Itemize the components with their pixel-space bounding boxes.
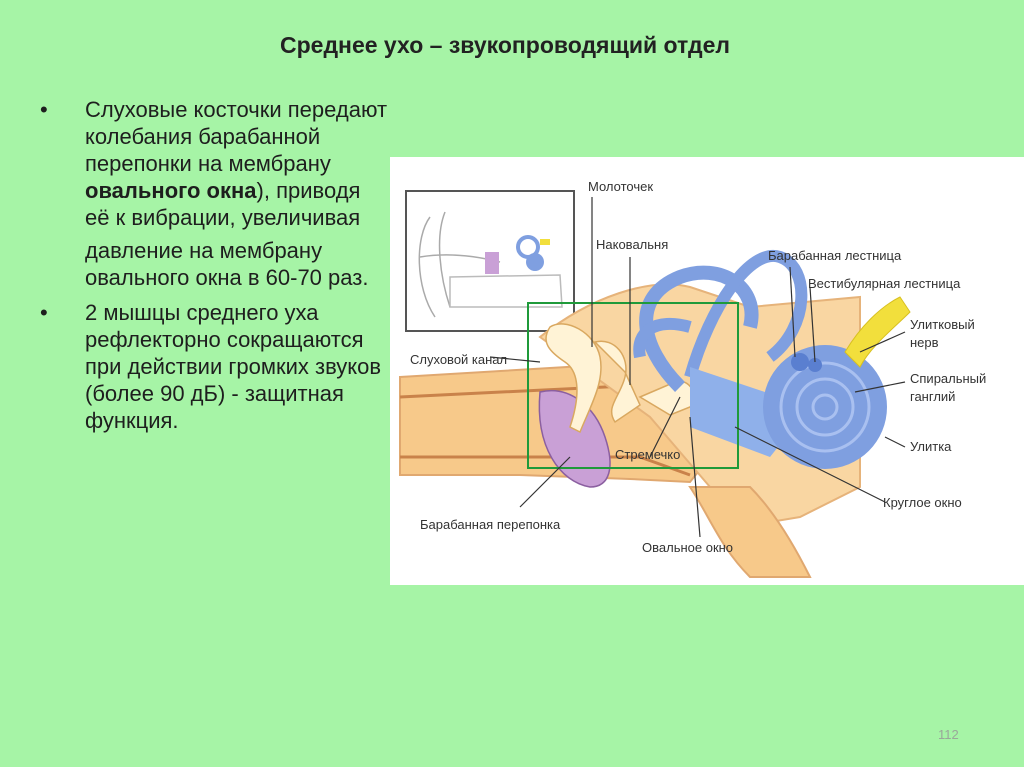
bullet-list: • Слуховые косточки передают колебания б…: [40, 96, 390, 442]
bullet-ossicles-bold: овального окна: [85, 178, 257, 203]
label-stapes: Стремечко: [615, 447, 680, 462]
ear-diagram-svg: Молоточек Наковальня Слуховой канал Стре…: [399, 179, 986, 578]
bullet-ossicles-part1: Слуховые косточки передают колебания бар…: [85, 97, 388, 176]
label-cochlea: Улитка: [910, 439, 952, 454]
page-number: 112: [938, 727, 959, 742]
slide-title: Среднее ухо – звукопроводящий отдел: [280, 32, 730, 58]
bullet-ossicles-part3: давление на мембрану овального окна в 60…: [85, 238, 369, 290]
bullet-ossicles-part2: ), приводя её к вибрации, увеличивая: [85, 178, 361, 230]
bullet-muscles: • 2 мышцы среднего уха рефлекторно сокра…: [40, 299, 390, 434]
label-ear-canal: Слуховой канал: [410, 352, 507, 367]
bullet-ossicles: • Слуховые косточки передают колебания б…: [40, 96, 390, 291]
bullet-marker: •: [40, 97, 48, 122]
inset-ear-thumbnail: [405, 190, 575, 332]
label-cochlear-nerve-1: Улитковый: [910, 317, 975, 332]
middle-ear-highlight: [527, 302, 739, 469]
label-incus: Наковальня: [596, 237, 668, 252]
bullet-marker: •: [40, 300, 48, 325]
bullet-ossicles-text: Слуховые косточки передают колебания бар…: [85, 96, 390, 231]
label-oval-window: Овальное окно: [642, 540, 733, 555]
pointer-lines: [489, 197, 906, 538]
cochlear-nerve: [844, 296, 911, 368]
label-cochlear-nerve-2: нерв: [910, 335, 939, 350]
label-scala-vestibuli: Вестибулярная лестница: [808, 276, 961, 291]
ossicles: [545, 323, 695, 434]
eustachian-tube: [688, 486, 812, 578]
label-round-window: Круглое окно: [883, 495, 962, 510]
label-malleus: Молоточек: [588, 179, 653, 194]
label-spiral-ganglion-2: ганглий: [910, 389, 955, 404]
cochlea-shape: [763, 345, 887, 469]
label-eardrum: Барабанная перепонка: [420, 517, 561, 532]
bullet-muscles-text: 2 мышцы среднего уха рефлекторно сокраща…: [85, 300, 382, 433]
label-spiral-ganglion-1: Спиральный: [910, 371, 986, 386]
label-scala-tympani: Барабанная лестница: [768, 248, 902, 263]
ear-diagram: Молоточек Наковальня Слуховой канал Стре…: [390, 157, 1024, 585]
